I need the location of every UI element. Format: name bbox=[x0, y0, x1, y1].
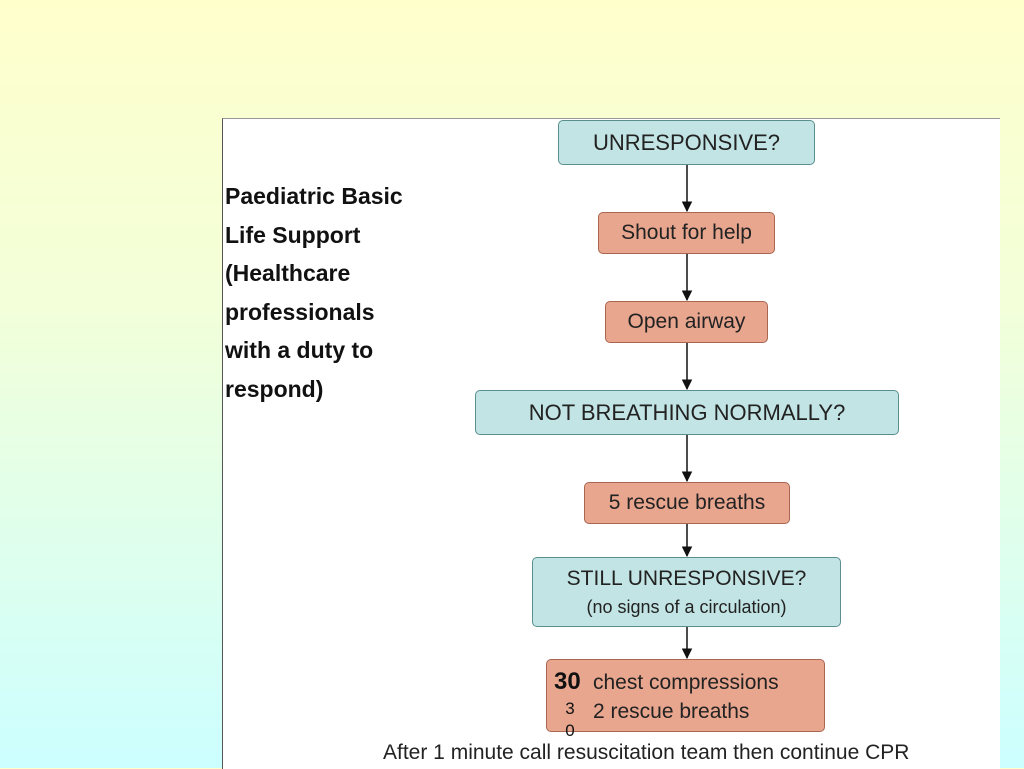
node-shout-for-help: Shout for help bbox=[598, 212, 775, 254]
node-still-unresponsive-label: STILL UNRESPONSIVE? bbox=[566, 566, 807, 590]
side-title-line: (Healthcare bbox=[225, 260, 351, 286]
compressions-number: 30 bbox=[554, 668, 581, 695]
node-cpr bbox=[546, 659, 825, 732]
node-open-airway: Open airway bbox=[605, 301, 768, 343]
stacked-number: 3 0 bbox=[563, 698, 577, 742]
node-unresponsive-label: UNRESPONSIVE? bbox=[592, 129, 781, 155]
node-rescue-breaths: 5 rescue breaths bbox=[584, 482, 790, 524]
node-still-unresponsive: STILL UNRESPONSIVE? (no signs of a circu… bbox=[532, 557, 841, 627]
node-airway-label: Open airway bbox=[627, 309, 746, 333]
node-still-unresponsive-sub: (no signs of a circulation) bbox=[586, 596, 787, 617]
stacked-digit: 3 bbox=[565, 699, 575, 718]
side-title-line: respond) bbox=[225, 375, 324, 402]
compressions-label: chest compressions bbox=[593, 671, 779, 694]
side-title: Paediatric Basic Life Support (Healthcar… bbox=[225, 177, 445, 408]
node-not-breathing: NOT BREATHING NORMALLY? bbox=[475, 390, 899, 435]
flow-arrows bbox=[681, 165, 693, 660]
side-title-line: Life Support bbox=[225, 221, 361, 248]
side-title-line: professionals bbox=[225, 298, 375, 325]
node-not-breathing-label: NOT BREATHING NORMALLY? bbox=[528, 399, 846, 425]
side-title-line: with a duty to bbox=[225, 337, 374, 363]
node-rescue-breaths-label: 5 rescue breaths bbox=[608, 490, 766, 514]
footer-note: After 1 minute call resuscitation team t… bbox=[383, 741, 910, 764]
flowchart-panel: Paediatric Basic Life Support (Healthcar… bbox=[222, 118, 1000, 769]
breaths-label: 2 rescue breaths bbox=[593, 700, 750, 723]
stacked-digit: 0 bbox=[565, 721, 575, 740]
node-unresponsive: UNRESPONSIVE? bbox=[558, 120, 815, 165]
node-shout-label: Shout for help bbox=[621, 220, 752, 244]
side-title-line: Paediatric Basic bbox=[225, 183, 403, 209]
